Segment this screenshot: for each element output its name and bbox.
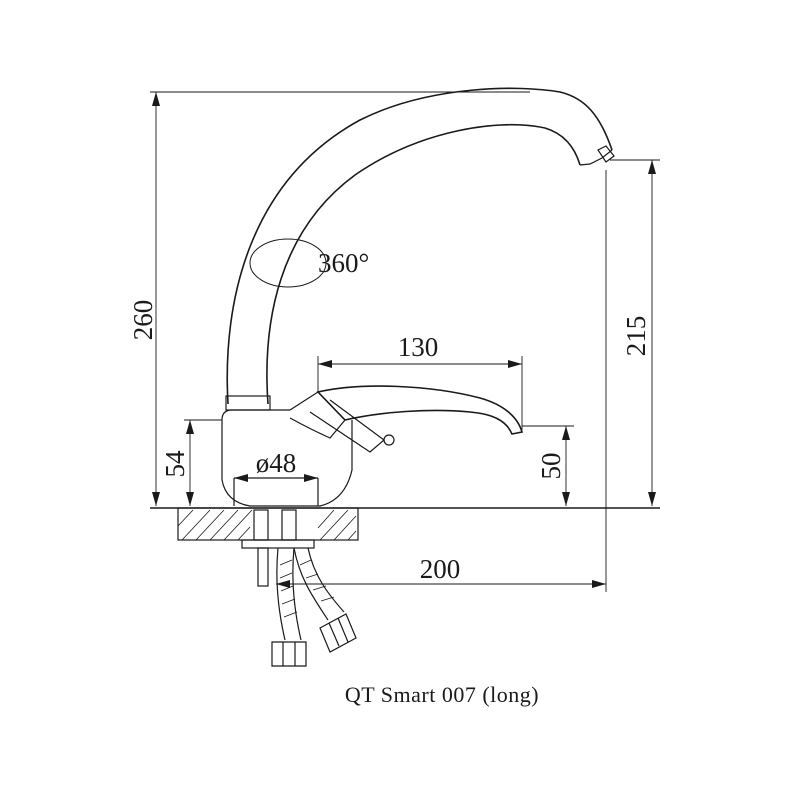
dim-base-height — [184, 419, 222, 506]
dim-label-50: 50 — [536, 453, 566, 480]
swivel-joint-ellipse — [249, 238, 327, 288]
dim-spout-reach — [276, 170, 607, 592]
dim-label-360: 360° — [318, 248, 369, 278]
dim-label-215: 215 — [621, 316, 651, 357]
spout — [225, 87, 615, 411]
dim-total-height — [150, 91, 530, 506]
dim-label-200: 200 — [420, 554, 461, 584]
dim-handle-height — [522, 425, 574, 506]
dim-label-48: ø48 — [256, 448, 297, 478]
dim-handle-length — [317, 356, 523, 430]
dim-label-130: 130 — [398, 332, 439, 362]
supply-hoses — [241, 509, 357, 667]
dim-spout-height — [610, 159, 660, 506]
dim-base-diameter — [234, 474, 318, 482]
product-caption: QT Smart 007 (long) — [345, 682, 539, 707]
lever-handle — [289, 385, 524, 453]
dim-label-260: 260 — [128, 300, 158, 341]
dim-label-54: 54 — [160, 450, 190, 478]
